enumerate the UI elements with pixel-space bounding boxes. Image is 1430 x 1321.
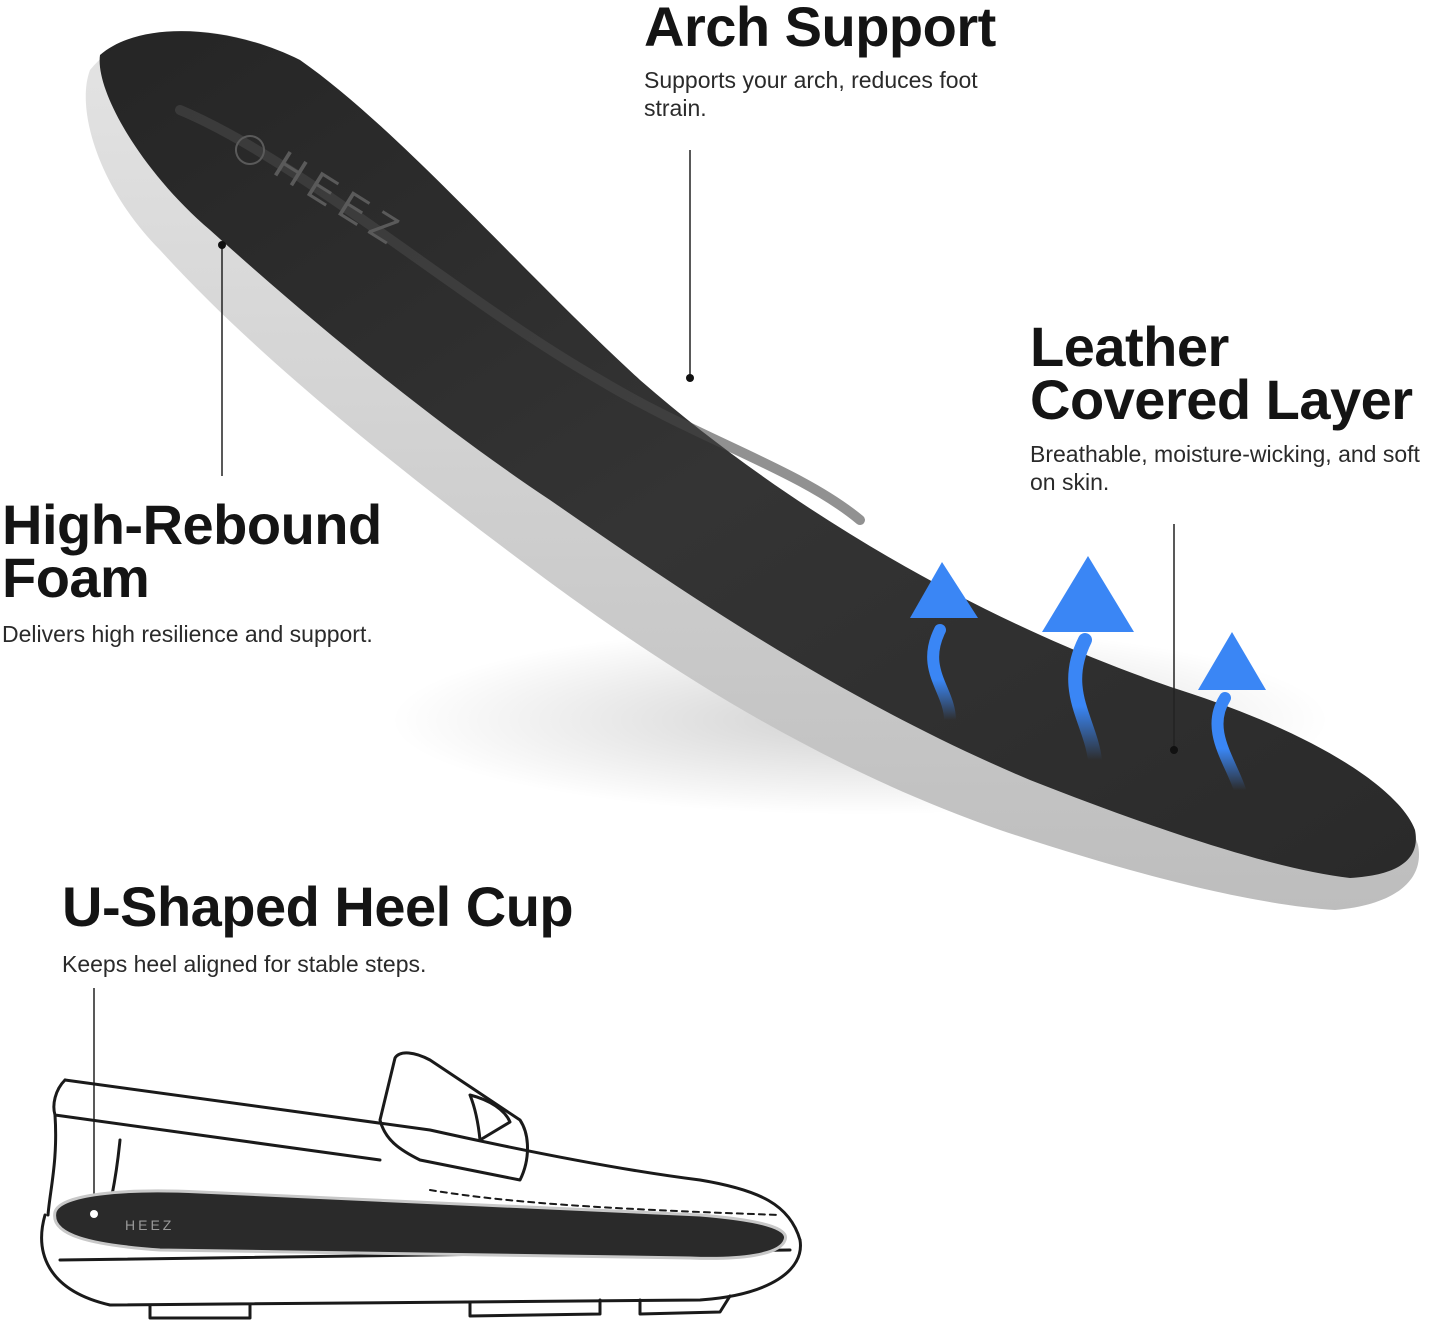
breathable-arrow-icon xyxy=(1198,632,1266,796)
callout-dot-icon xyxy=(90,1210,98,1218)
leather-layer-title: Leather Covered Layer xyxy=(1030,315,1413,431)
breathable-arrow-icon xyxy=(910,562,978,726)
heel-cup-title: U-Shaped Heel Cup xyxy=(62,875,574,938)
loafer-shoe-illustration xyxy=(40,1051,802,1320)
callout-dot-icon xyxy=(218,241,226,249)
rebound-foam-desc: Delivers high resilience and support. xyxy=(2,621,373,647)
leather-top-layer xyxy=(99,31,1416,879)
leather-layer-desc: Breathable, moisture-wicking, and soft o… xyxy=(1030,441,1420,495)
rebound-foam-title: High-Rebound Foam xyxy=(2,493,382,609)
shoe-brand-text: HEEZ xyxy=(125,1217,174,1233)
arch-support-title: Arch Support xyxy=(644,0,996,58)
heel-cup-desc: Keeps heel aligned for stable steps. xyxy=(62,951,427,977)
callout-dot-icon xyxy=(1170,746,1178,754)
breathable-arrow-icon xyxy=(1042,556,1134,767)
arch-ridge xyxy=(175,105,865,525)
callout-dot-icon xyxy=(686,374,694,382)
shoe-insole xyxy=(53,1189,787,1260)
arch-support-desc: Supports your arch, reduces foot strain. xyxy=(644,67,978,121)
